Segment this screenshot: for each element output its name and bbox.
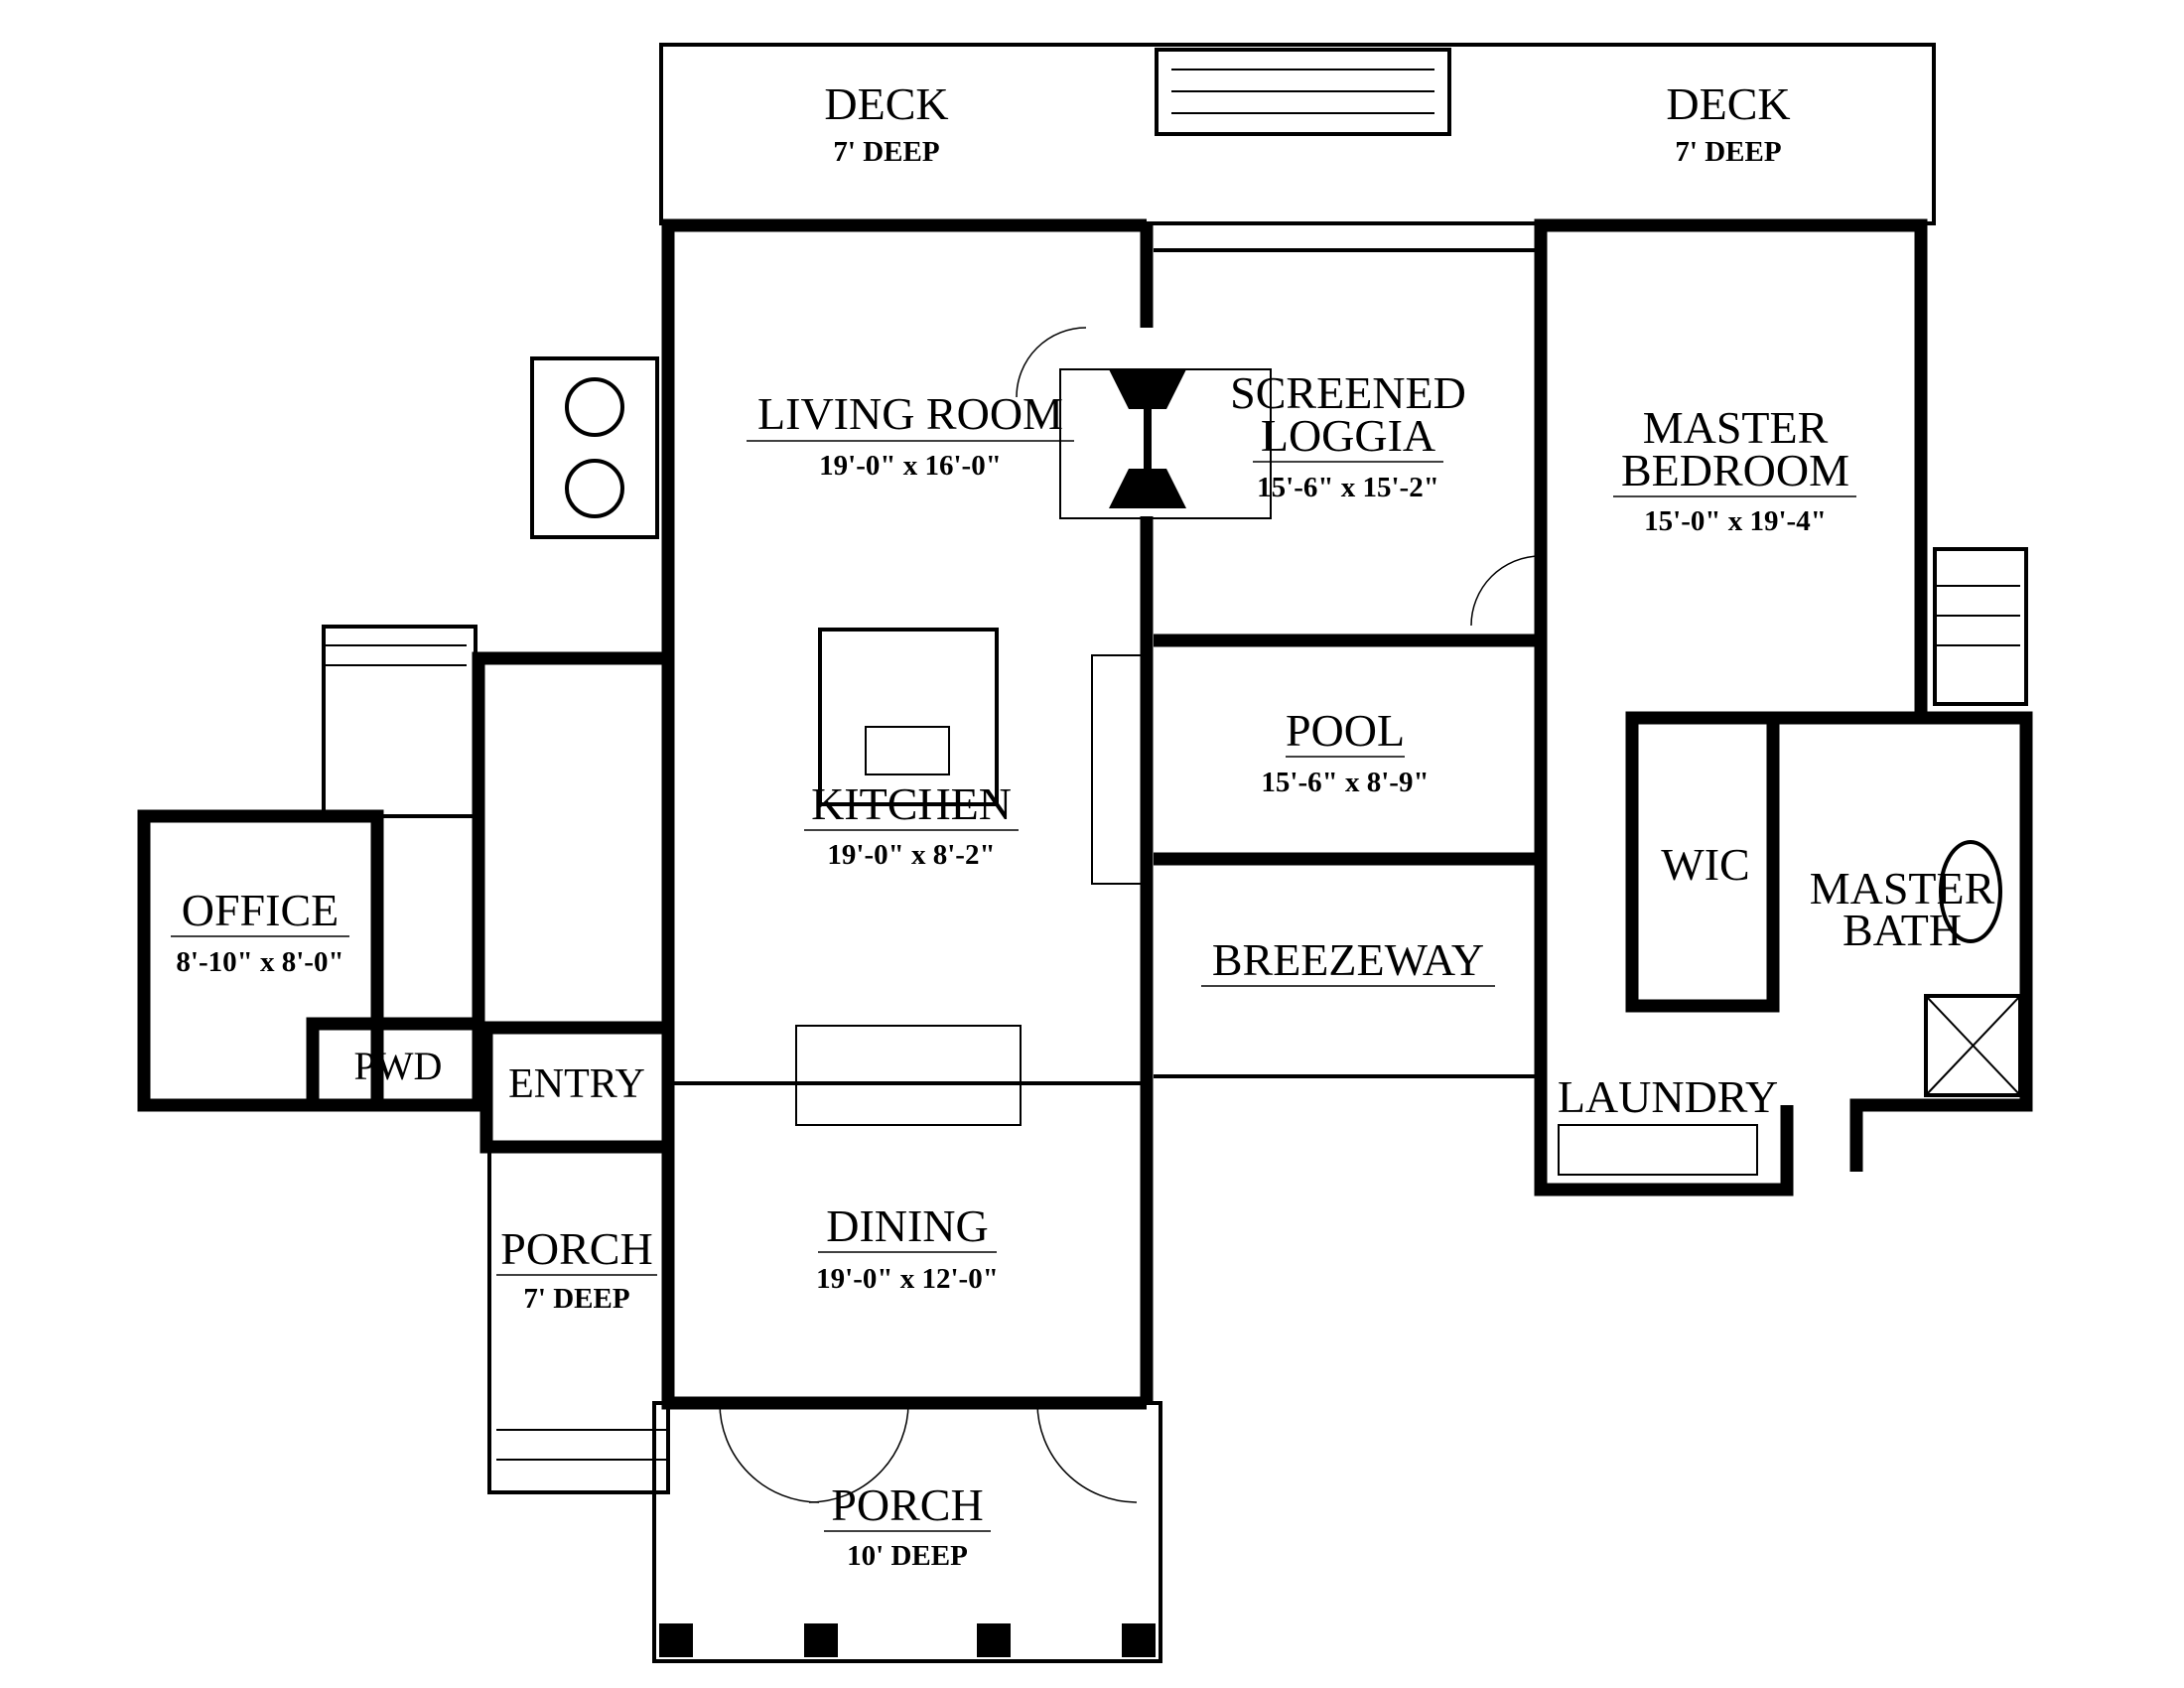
deck-left-label: DECK bbox=[824, 78, 948, 129]
office-stoop bbox=[322, 625, 478, 818]
master-bedroom-dims: 15'-0" x 19'-4" bbox=[1644, 505, 1827, 537]
deck-stairs bbox=[1155, 48, 1451, 136]
cooktop bbox=[865, 726, 950, 775]
pool-label: POOL bbox=[1286, 705, 1405, 756]
side-porch-dims: 7' DEEP bbox=[523, 1283, 629, 1315]
front-porch-label: PORCH bbox=[831, 1479, 983, 1530]
pwd-label: PWD bbox=[354, 1044, 443, 1088]
wic-label: WIC bbox=[1661, 839, 1749, 890]
pool-dims: 15'-6" x 8'-9" bbox=[1261, 767, 1429, 798]
kitchen-label: KITCHEN bbox=[811, 778, 1012, 829]
front-porch-dims: 10' DEEP bbox=[847, 1540, 968, 1572]
office-dims: 8'-10" x 8'-0" bbox=[176, 946, 343, 978]
master-bath-label-2: BATH bbox=[1843, 905, 1962, 955]
laundry-appliances bbox=[1558, 1124, 1758, 1176]
fireplace bbox=[1109, 369, 1186, 508]
loggia-label-2: LOGGIA bbox=[1261, 410, 1435, 461]
ac-units bbox=[530, 356, 659, 539]
loggia-label-1: SCREENED bbox=[1230, 367, 1466, 418]
deck-right-label: DECK bbox=[1666, 78, 1790, 129]
fixtures bbox=[322, 327, 2028, 1176]
dining-dims: 19'-0" x 12'-0" bbox=[816, 1263, 999, 1295]
kitchen-dims: 19'-0" x 8'-2" bbox=[827, 839, 995, 871]
deck-right-dims: 7' DEEP bbox=[1675, 136, 1781, 168]
master-bedroom-label-1: MASTER bbox=[1643, 402, 1829, 453]
room-labels: DECK 7' DEEP DECK 7' DEEP LIVING ROOM 19… bbox=[171, 78, 1995, 1572]
shower bbox=[1924, 994, 2022, 1097]
deck-left-dims: 7' DEEP bbox=[833, 136, 939, 168]
deck bbox=[659, 43, 1936, 225]
loggia-dims: 15'-6" x 15'-2" bbox=[1257, 472, 1439, 503]
kitchen-counter bbox=[795, 1025, 1022, 1126]
walls bbox=[137, 218, 2033, 1410]
office-label: OFFICE bbox=[182, 885, 339, 935]
laundry-label: LAUNDRY bbox=[1558, 1071, 1778, 1122]
entry-label: ENTRY bbox=[508, 1061, 645, 1107]
side-porch-label: PORCH bbox=[500, 1223, 652, 1274]
dining-label: DINING bbox=[826, 1200, 989, 1251]
master-bedroom-label-2: BEDROOM bbox=[1621, 445, 1849, 495]
master-bath-label-1: MASTER bbox=[1810, 863, 1995, 914]
bathtub bbox=[1939, 840, 2002, 943]
porches bbox=[487, 1145, 1162, 1663]
bath-stairs bbox=[1933, 547, 2028, 706]
breezeway-label: BREEZEWAY bbox=[1212, 934, 1484, 985]
kitchen-island bbox=[818, 628, 999, 806]
living-room-dims: 19'-0" x 16'-0" bbox=[819, 450, 1002, 482]
living-room-label: LIVING ROOM bbox=[757, 388, 1063, 439]
kitchen-sink-counter bbox=[1091, 654, 1145, 885]
